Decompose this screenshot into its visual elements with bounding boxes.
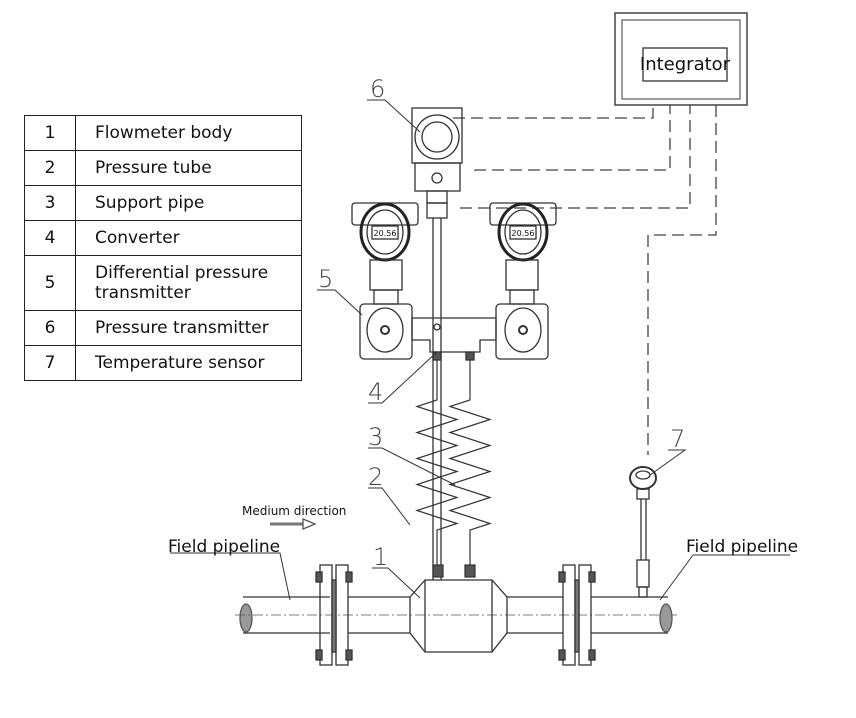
callout-6: 6 bbox=[370, 75, 385, 103]
dp-transmitter-right: 20.56 bbox=[489, 202, 557, 360]
legend-number: 5 bbox=[24, 255, 76, 311]
legend-label: Temperature sensor bbox=[75, 345, 302, 381]
field-pipeline bbox=[235, 564, 680, 666]
legend-label: Pressure tube bbox=[75, 150, 302, 186]
legend-label: Converter bbox=[75, 220, 302, 256]
support-pipe bbox=[432, 218, 442, 580]
medium-direction-label: Medium direction bbox=[242, 504, 346, 518]
legend-number: 6 bbox=[24, 310, 76, 346]
legend-number: 7 bbox=[24, 345, 76, 381]
legend-number: 4 bbox=[24, 220, 76, 256]
pressure-tubes bbox=[415, 360, 492, 578]
legend-number: 1 bbox=[24, 115, 76, 151]
medium-direction-arrow-icon bbox=[270, 518, 317, 530]
field-pipeline-right-label: Field pipeline bbox=[686, 537, 798, 557]
legend-label: Differential pressure transmitter bbox=[75, 255, 302, 311]
callout-5: 5 bbox=[318, 265, 333, 293]
signal-wires bbox=[453, 105, 717, 455]
callout-4: 4 bbox=[368, 378, 383, 406]
callout-1: 1 bbox=[373, 543, 388, 571]
field-pipeline-left-label: Field pipeline bbox=[168, 537, 280, 557]
legend-label: Support pipe bbox=[75, 185, 302, 221]
converter-manifold bbox=[411, 317, 497, 361]
display-value-left: 20.56 bbox=[374, 229, 397, 238]
display-value-right: 20.56 bbox=[512, 229, 535, 238]
callout-7: 7 bbox=[670, 425, 685, 453]
integrator-label: Integrator bbox=[640, 54, 731, 75]
callout-leaders bbox=[170, 99, 790, 601]
integrator-box: Integrator bbox=[614, 12, 748, 106]
callout-3: 3 bbox=[368, 423, 383, 451]
dp-transmitter-left: 20.56 bbox=[351, 202, 419, 360]
callout-2: 2 bbox=[368, 463, 383, 491]
pressure-transmitter bbox=[411, 107, 463, 219]
temperature-sensor bbox=[629, 466, 657, 598]
